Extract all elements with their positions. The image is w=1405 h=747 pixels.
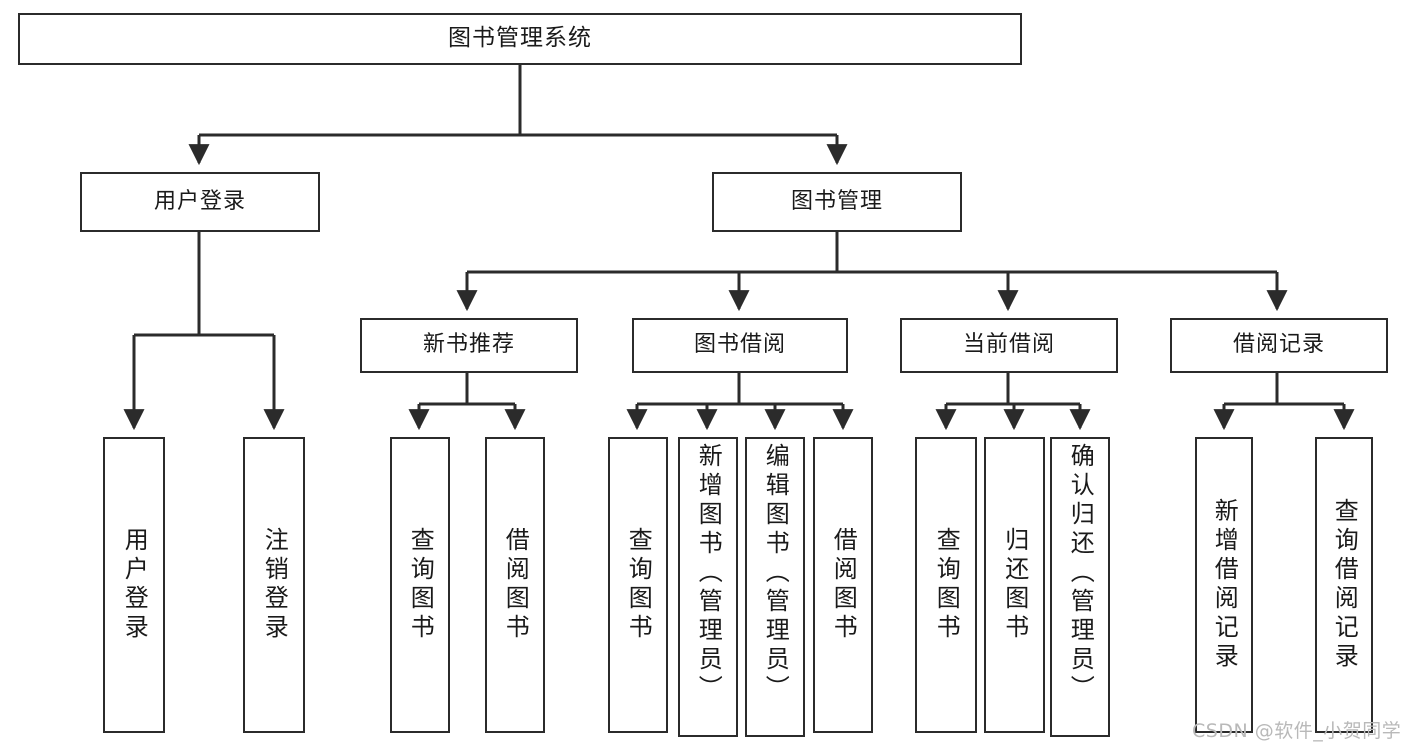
node-leaf-borrow-book-2-label: 借阅图书 (829, 527, 858, 643)
node-leaf-add-record-label: 新增借阅记录 (1210, 498, 1239, 672)
node-book-borrow[interactable]: 图书借阅 (632, 318, 848, 373)
node-leaf-borrow-book-1-label: 借阅图书 (501, 527, 530, 643)
node-user-login-label: 用户登录 (153, 188, 246, 214)
node-leaf-return-book[interactable]: 归还图书 (984, 437, 1045, 733)
node-leaf-user-login[interactable]: 用户登录 (103, 437, 165, 733)
node-current-borrow-label: 当前借阅 (962, 332, 1055, 358)
node-borrow-record-label: 借阅记录 (1232, 332, 1325, 358)
node-root-label: 图书管理系统 (448, 25, 592, 52)
node-book-manage-label: 图书管理 (790, 188, 883, 214)
node-new-book-recommend-label: 新书推荐 (422, 332, 515, 358)
node-leaf-borrow-book-1[interactable]: 借阅图书 (485, 437, 545, 733)
node-leaf-add-book[interactable]: 新增图书（管理员） (678, 437, 738, 737)
node-leaf-edit-book[interactable]: 编辑图书（管理员） (745, 437, 805, 737)
node-leaf-add-book-label: 新增图书（管理员） (694, 443, 723, 704)
node-current-borrow[interactable]: 当前借阅 (900, 318, 1118, 373)
node-root[interactable]: 图书管理系统 (18, 13, 1022, 65)
node-leaf-query-book-3[interactable]: 查询图书 (915, 437, 977, 733)
node-leaf-edit-book-label: 编辑图书（管理员） (761, 443, 790, 704)
node-book-borrow-label: 图书借阅 (693, 332, 786, 358)
node-leaf-logout-label: 注销登录 (260, 527, 289, 643)
node-leaf-logout[interactable]: 注销登录 (243, 437, 305, 733)
node-leaf-user-login-label: 用户登录 (120, 527, 149, 643)
node-leaf-confirm-return-label: 确认归还（管理员） (1066, 443, 1095, 704)
node-leaf-query-book-3-label: 查询图书 (932, 527, 961, 643)
node-leaf-borrow-book-2[interactable]: 借阅图书 (813, 437, 873, 733)
node-leaf-query-record-label: 查询借阅记录 (1330, 498, 1359, 672)
node-book-manage[interactable]: 图书管理 (712, 172, 962, 232)
node-leaf-return-book-label: 归还图书 (1000, 527, 1029, 643)
node-leaf-confirm-return[interactable]: 确认归还（管理员） (1050, 437, 1110, 737)
node-leaf-query-book-1-label: 查询图书 (406, 527, 435, 643)
node-leaf-add-record[interactable]: 新增借阅记录 (1195, 437, 1253, 733)
node-leaf-query-book-1[interactable]: 查询图书 (390, 437, 450, 733)
node-leaf-query-book-2[interactable]: 查询图书 (608, 437, 668, 733)
csdn-watermark: CSDN @软件_小贺同学 (1192, 720, 1402, 742)
node-borrow-record[interactable]: 借阅记录 (1170, 318, 1388, 373)
node-leaf-query-book-2-label: 查询图书 (624, 527, 653, 643)
node-new-book-recommend[interactable]: 新书推荐 (360, 318, 578, 373)
node-leaf-query-record[interactable]: 查询借阅记录 (1315, 437, 1373, 733)
node-user-login[interactable]: 用户登录 (80, 172, 320, 232)
